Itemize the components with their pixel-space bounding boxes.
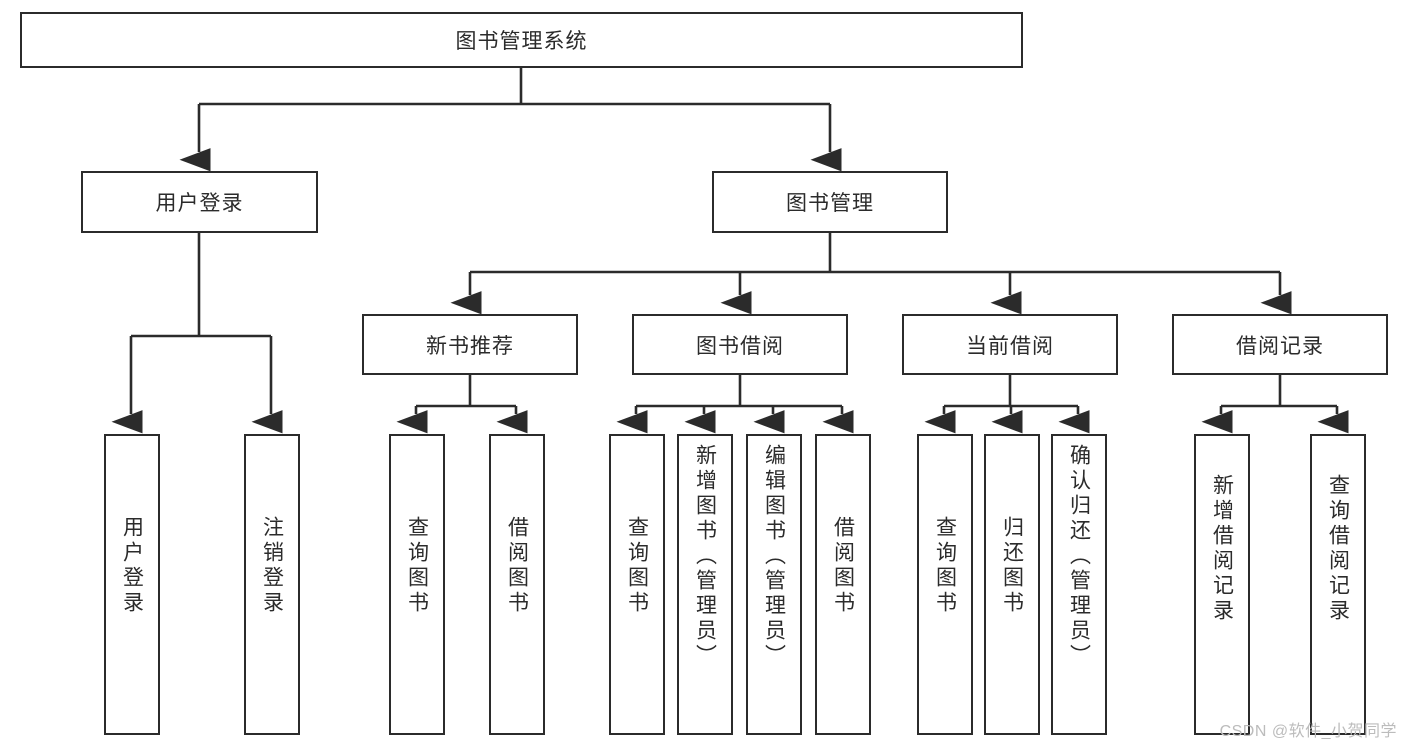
node-leaf-borrow-book-2[interactable]: 借阅图书 xyxy=(815,434,871,735)
node-root-label: 图书管理系统 xyxy=(455,30,588,53)
node-leaf-query-book-1-label: 查询图书 xyxy=(405,516,429,616)
node-leaf-edit-book-admin-label: 编辑图书（管理员） xyxy=(762,444,786,669)
watermark: CSDN @软件_小贺同学 xyxy=(1219,723,1397,740)
node-user-login-label: 用户登录 xyxy=(155,192,244,215)
node-root[interactable]: 图书管理系统 xyxy=(20,12,1023,68)
node-leaf-query-book-3-label: 查询图书 xyxy=(933,516,957,616)
node-book-borrow[interactable]: 图书借阅 xyxy=(632,314,848,375)
node-leaf-user-login-label: 用户登录 xyxy=(120,516,144,616)
node-leaf-user-logout-label: 注销登录 xyxy=(260,516,284,616)
node-new-book-recommend-label: 新书推荐 xyxy=(426,334,514,358)
node-leaf-query-book-3[interactable]: 查询图书 xyxy=(917,434,973,735)
node-leaf-return-book[interactable]: 归还图书 xyxy=(984,434,1040,735)
node-user-login[interactable]: 用户登录 xyxy=(81,171,318,233)
node-leaf-user-login[interactable]: 用户登录 xyxy=(104,434,160,735)
node-borrow-record-label: 借阅记录 xyxy=(1236,334,1324,358)
node-leaf-add-borrow-record-label: 新增借阅记录 xyxy=(1210,474,1234,624)
node-borrow-record[interactable]: 借阅记录 xyxy=(1172,314,1388,375)
node-leaf-query-book-2[interactable]: 查询图书 xyxy=(609,434,665,735)
node-leaf-borrow-book-1-label: 借阅图书 xyxy=(505,516,529,616)
node-leaf-query-borrow-record[interactable]: 查询借阅记录 xyxy=(1310,434,1366,735)
node-leaf-query-borrow-record-label: 查询借阅记录 xyxy=(1326,474,1350,624)
node-leaf-add-book-admin-label: 新增图书（管理员） xyxy=(693,444,717,669)
node-leaf-add-book-admin[interactable]: 新增图书（管理员） xyxy=(677,434,733,735)
node-leaf-query-book-2-label: 查询图书 xyxy=(625,516,649,616)
node-leaf-borrow-book-1[interactable]: 借阅图书 xyxy=(489,434,545,735)
node-new-book-recommend[interactable]: 新书推荐 xyxy=(362,314,578,375)
node-current-borrow[interactable]: 当前借阅 xyxy=(902,314,1118,375)
node-leaf-query-book-1[interactable]: 查询图书 xyxy=(389,434,445,735)
node-current-borrow-label: 当前借阅 xyxy=(966,334,1054,358)
node-leaf-add-borrow-record[interactable]: 新增借阅记录 xyxy=(1194,434,1250,735)
node-book-management[interactable]: 图书管理 xyxy=(712,171,948,233)
node-leaf-return-book-label: 归还图书 xyxy=(1000,516,1024,616)
node-book-borrow-label: 图书借阅 xyxy=(696,334,784,358)
node-leaf-confirm-return-admin[interactable]: 确认归还（管理员） xyxy=(1051,434,1107,735)
node-leaf-edit-book-admin[interactable]: 编辑图书（管理员） xyxy=(746,434,802,735)
node-book-management-label: 图书管理 xyxy=(786,192,874,215)
node-leaf-confirm-return-admin-label: 确认归还（管理员） xyxy=(1067,444,1091,669)
node-leaf-user-logout[interactable]: 注销登录 xyxy=(244,434,300,735)
node-leaf-borrow-book-2-label: 借阅图书 xyxy=(831,516,855,616)
